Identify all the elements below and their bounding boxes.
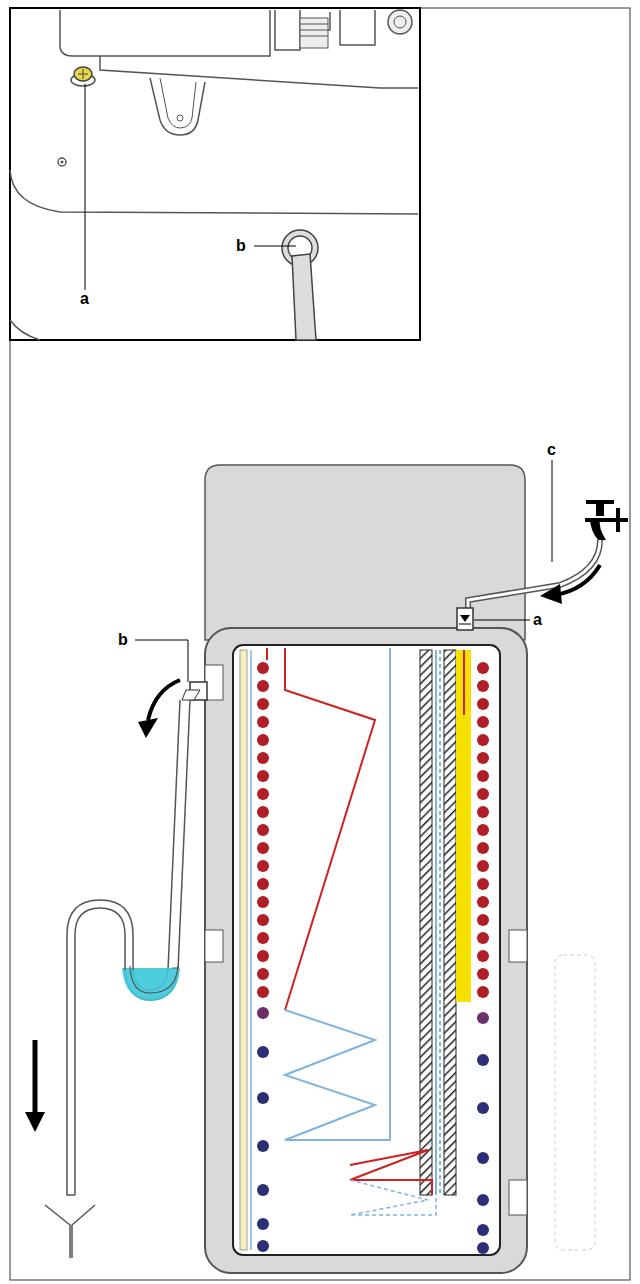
storage-tank xyxy=(205,628,595,1273)
callout-letter: b xyxy=(236,237,246,255)
callout-letter: b xyxy=(118,631,128,649)
condensate-drain xyxy=(25,640,207,1258)
inset-detail xyxy=(10,8,420,340)
heat-pump-housing xyxy=(205,465,525,640)
outer-frame xyxy=(10,8,630,1280)
callout-letter: c xyxy=(547,441,556,459)
callout-letter: a xyxy=(533,611,542,629)
water-supply xyxy=(457,460,628,630)
callout-letter: a xyxy=(80,290,89,308)
